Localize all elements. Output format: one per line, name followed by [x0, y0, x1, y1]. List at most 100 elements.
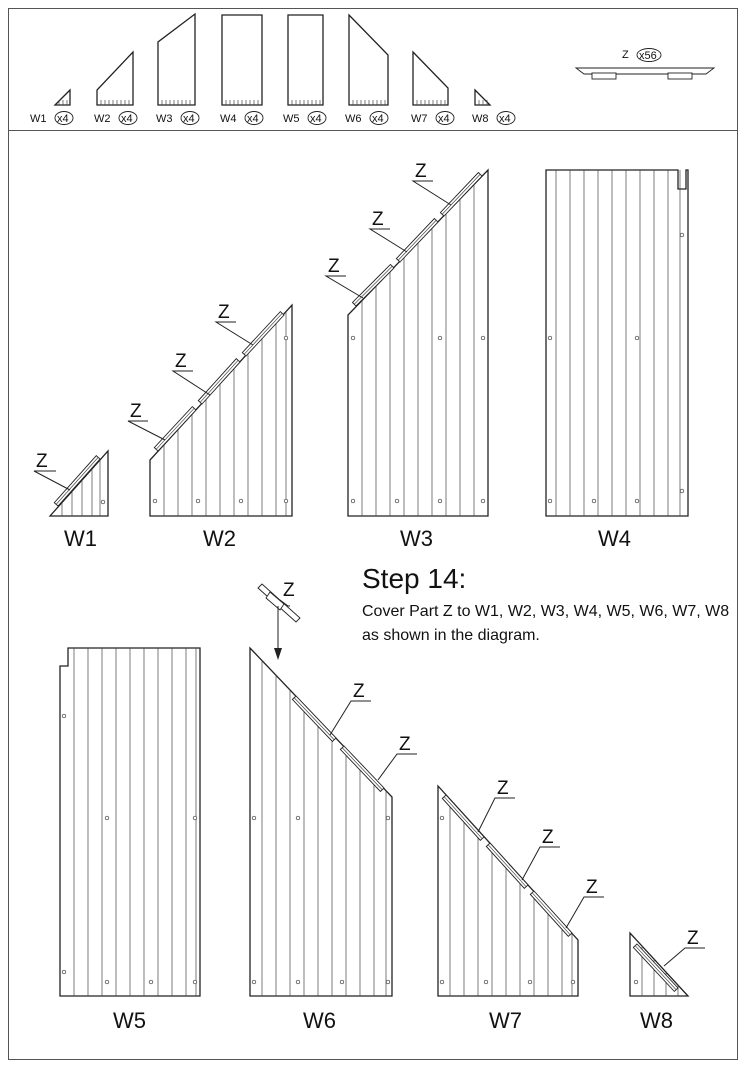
z-leader [171, 370, 211, 396]
screw-hole [295, 979, 301, 985]
z-label: Z [372, 209, 384, 230]
screw-hole [283, 335, 289, 341]
z-strip-fold [443, 796, 483, 839]
part-thumbnail [287, 14, 324, 106]
screw-hole [195, 498, 201, 504]
z-strip-fold [531, 892, 571, 935]
screw-hole [439, 815, 445, 821]
step-description: Cover Part Z to W1, W2, W3, W4, W5, W6, … [362, 603, 730, 644]
panel-label-w8: W8 [640, 1008, 673, 1033]
part-thumbnail [53, 88, 71, 106]
z-strip-fold [441, 174, 481, 215]
z-part-shape [574, 67, 716, 75]
screw-hole [61, 713, 67, 719]
qty-circle [307, 111, 327, 125]
screw-hole [385, 979, 391, 985]
screw-hole [251, 979, 257, 985]
z-label: Z [175, 351, 187, 372]
screw-hole [679, 488, 685, 494]
panel-outline [629, 931, 690, 997]
z-label: Z [36, 451, 48, 472]
screw-hole [104, 815, 110, 821]
z-label: Z [130, 401, 142, 422]
z-label: Z [328, 256, 340, 277]
screw-hole [152, 498, 158, 504]
screw-hole [192, 815, 198, 821]
z-leader [279, 599, 290, 607]
z-label: Z [586, 877, 598, 898]
z-strip-fold [487, 844, 527, 887]
z-leader [127, 420, 166, 441]
screw-hole [483, 979, 489, 985]
z-strip-fold [293, 697, 335, 740]
z-label: Z [542, 827, 554, 848]
part-thumbnail [474, 88, 492, 106]
z-strip-fold [199, 360, 239, 403]
panel-outline [249, 646, 393, 997]
part-label: W3 [156, 113, 173, 125]
z-label: Z [218, 302, 230, 323]
z-strip-fold [353, 265, 393, 305]
panel-w5 [59, 647, 201, 997]
part-qty: x4 [310, 113, 322, 125]
panel-w3: ZZZ [324, 161, 489, 517]
panel-label-w7: W7 [489, 1008, 522, 1033]
part-label: W5 [283, 113, 300, 125]
step-title: Step 14: [362, 563, 467, 594]
z-label: Z [687, 928, 699, 949]
z-part-tab [667, 72, 693, 80]
z-label: Z [283, 580, 295, 601]
part-qty: x4 [372, 113, 384, 125]
panel-outline [437, 784, 579, 997]
screw-hole [238, 498, 244, 504]
part-z-label: Z [622, 49, 629, 61]
screw-hole [437, 498, 443, 504]
z-label: Z [497, 778, 509, 799]
z-leader [565, 896, 604, 929]
screw-hole [385, 815, 391, 821]
panel-label-w5: W5 [113, 1008, 146, 1033]
z-strip-fold [243, 313, 283, 355]
z-leader [411, 180, 452, 206]
part-label: W2 [94, 113, 111, 125]
qty-circle [435, 111, 455, 125]
qty-circle [636, 48, 662, 62]
part-thumbnail [96, 50, 134, 106]
panel-outline [149, 303, 293, 517]
screw-hole [679, 232, 685, 238]
screw-hole [570, 979, 576, 985]
screw-hole [437, 335, 443, 341]
part-z-qty: x56 [639, 50, 657, 62]
part-qty: x4 [438, 113, 450, 125]
z-leader [477, 797, 515, 833]
screw-hole [439, 979, 445, 985]
part-label: W6 [345, 113, 362, 125]
qty-circle [54, 111, 74, 125]
screw-hole [633, 979, 639, 985]
part-thumbnail [221, 14, 263, 106]
z-strip-fold [155, 408, 195, 450]
z-leader [521, 846, 560, 881]
z-leader [368, 228, 408, 253]
parts-separator [8, 130, 738, 131]
z-label: Z [399, 734, 411, 755]
z-leader [33, 470, 71, 491]
qty-circle [369, 111, 389, 125]
z-leader [329, 700, 371, 736]
panel-label-w2: W2 [203, 526, 236, 551]
part-w5: W5 x4 [283, 14, 327, 125]
z-part-tab [591, 72, 617, 80]
panel-label-w1: W1 [64, 526, 97, 551]
part-qty: x4 [183, 113, 195, 125]
screw-hole [283, 498, 289, 504]
z-strip-fold [55, 457, 99, 505]
panel-outline [545, 169, 689, 517]
screw-hole [192, 979, 198, 985]
panel-label-w6: W6 [303, 1008, 336, 1033]
screw-hole [148, 979, 154, 985]
z-leader [324, 275, 364, 299]
